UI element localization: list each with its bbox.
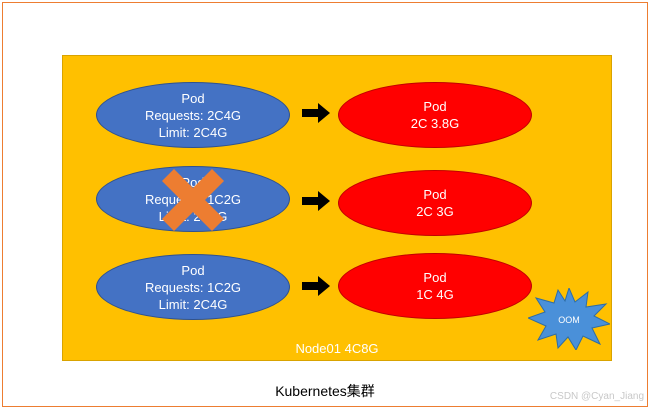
pod-limit: Limit: 2C4G [158,124,228,140]
pod-usage: 2C 3G [416,204,454,219]
x-cross-icon [162,169,224,231]
pod-requests: Requests: 2C4G [144,107,242,123]
right-arrow-icon [302,103,330,123]
pod-name: Pod [423,99,447,114]
pod-usage: 2C 3.8G [410,116,460,131]
pod-limit: Limit: 2C4G [158,296,228,312]
pod-name: Pod [181,262,205,278]
pod-requests: Requests: 1C2G [144,279,242,295]
pod-name: Pod [181,90,205,106]
pod-name: Pod [423,187,447,202]
running-pod-1: Pod 2C 3.8G [338,82,532,148]
pod-name: Pod [423,270,447,285]
right-arrow-icon [302,191,330,211]
watermark: CSDN @Cyan_Jiang [549,391,644,402]
explosion-burst-icon: OOM [528,288,610,350]
request-pod-1: Pod Requests: 2C4G Limit: 2C4G [96,82,290,148]
running-pod-2: Pod 2C 3G [338,170,532,236]
diagram-caption: Kubernetes集群 [275,383,375,399]
pod-usage: 1C 4G [416,287,454,302]
running-pod-3: Pod 1C 4G [338,253,532,319]
right-arrow-icon [302,276,330,296]
request-pod-3: Pod Requests: 1C2G Limit: 2C4G [96,254,290,320]
node-label: Node01 4C8G [295,341,379,356]
oom-label: OOM [558,315,580,325]
